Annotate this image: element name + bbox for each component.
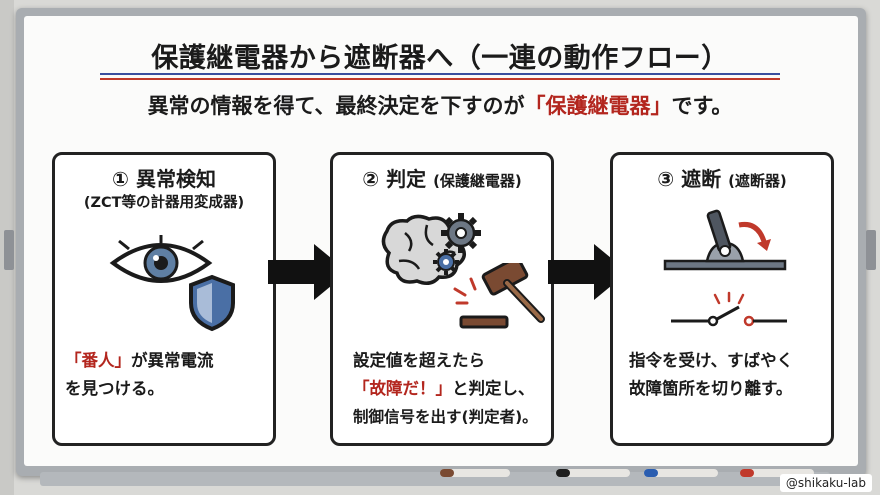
marker-red <box>740 469 814 477</box>
marker-tray <box>40 472 830 486</box>
panel-breaking-title: ③ 遮断 <box>657 167 722 191</box>
panel-detection-line2: を見つける。 <box>65 379 164 398</box>
panel-breaking: ③ 遮断 (遮断器) 指令を受け、すばやく 故障箇所を切り離す。 <box>610 152 834 446</box>
board-title: 保護継電器から遮断器へ（一連の動作フロー） <box>151 43 729 74</box>
panel-detection: ① 異常検知 (ZCT等の計器用変成器) 「番人」が異常電流 を見つける。 <box>52 152 276 446</box>
subtitle-after: です。 <box>671 94 733 118</box>
panel-breaking-heading: ③ 遮断 (遮断器) <box>613 163 831 192</box>
subtitle-highlight: 「保護継電器」 <box>524 94 672 118</box>
gear-icon <box>441 213 481 253</box>
panel-judgement-title-small: (保護継電器) <box>433 172 522 190</box>
panel-judgement-heading: ② 判定 (保護継電器) <box>333 163 551 192</box>
panel-breaking-line1: 指令を受け、すばやく <box>629 351 794 370</box>
panel-breaking-title-small: (遮断器) <box>728 172 787 190</box>
shield-icon <box>189 274 235 332</box>
panel-judgement-keyword: 「故障だ！」 <box>353 379 452 398</box>
marker-blue <box>644 469 718 477</box>
panel-detection-heading: ① 異常検知 <box>112 167 216 191</box>
board-bracket-right <box>866 230 876 270</box>
marker-black <box>556 469 630 477</box>
panel-detection-keyword: 「番人」 <box>65 351 131 370</box>
board-bracket-left <box>4 230 14 270</box>
panel-judgement-text: 設定値を超えたら 「故障だ！」と判定し、 制御信号を出す(判定者)。 <box>353 347 563 431</box>
circuit-breaker-icon <box>663 209 787 271</box>
panel-detection-text: 「番人」が異常電流 を見つける。 <box>65 347 275 403</box>
gavel-icon <box>453 263 545 329</box>
eye-icon <box>109 235 213 283</box>
panel-breaking-text: 指令を受け、すばやく 故障箇所を切り離す。 <box>629 347 839 403</box>
panel-judgement-line1: 設定値を超えたら <box>353 351 485 370</box>
gear-small-icon <box>433 249 459 275</box>
board-subtitle: 異常の情報を得て、最終決定を下すのが「保護継電器」です。 <box>0 90 880 120</box>
panel-detection-line1: が異常電流 <box>131 351 214 370</box>
panel-judgement-line2: と判定し、 <box>452 379 535 398</box>
subtitle-before: 異常の情報を得て、最終決定を下すのが <box>147 94 525 118</box>
panel-judgement-title: ② 判定 <box>362 167 427 191</box>
flow-arrow-2 <box>548 244 628 300</box>
marker-brown <box>440 469 510 477</box>
panel-judgement: ② 判定 (保護継電器) 設定値を超えたら 「故障だ！」と判定し、 制御信号を出… <box>330 152 554 446</box>
title-underline-red <box>100 78 780 80</box>
panel-detection-sub: (ZCT等の計器用変成器) <box>83 195 245 211</box>
flow-arrow-1 <box>268 244 348 300</box>
switch-icon <box>671 291 787 327</box>
watermark: @shikaku-lab <box>779 474 872 492</box>
panel-judgement-line3: 制御信号を出す(判定者)。 <box>353 408 538 426</box>
title-underline-blue <box>100 73 780 75</box>
panel-breaking-line2: 故障箇所を切り離す。 <box>629 379 793 398</box>
